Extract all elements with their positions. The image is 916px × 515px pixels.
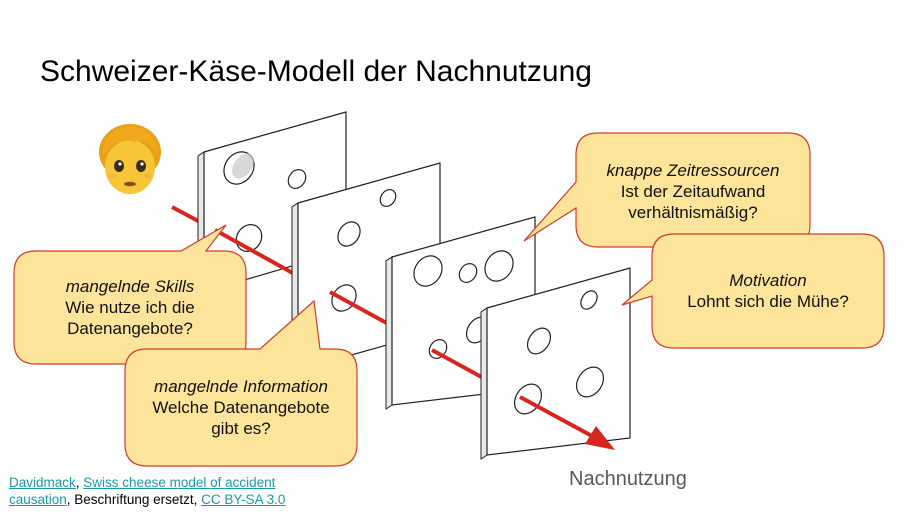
cheese-hole (379, 189, 397, 207)
bubble-heading: Motivation (729, 271, 807, 290)
bubble-text-time: knappe Zeitressourcen Ist der Zeitaufwan… (576, 160, 810, 223)
speech-bubble-time (523, 132, 811, 248)
risk-path-arrowhead (519, 395, 615, 450)
bubble-text-motivation: Motivation Lohnt sich die Mühe? (652, 270, 884, 312)
bubble-heading: mangelnde Skills (65, 277, 195, 296)
outcome-label: Nachnutzung (569, 468, 687, 490)
bubble-question: Welche Datenangebote gibt es? (152, 398, 330, 438)
cheese-hole (580, 290, 598, 310)
bubble-heading: mangelnde Information (154, 377, 328, 396)
cheese-hole (458, 263, 478, 283)
person-emoji-icon (99, 124, 161, 194)
speech-bubble-motivation (621, 233, 885, 349)
cheese-hole (575, 366, 605, 398)
credit-note: , Beschriftung ersetzt, (66, 492, 202, 507)
credit-separator: , (75, 475, 84, 490)
bubble-question: Lohnt sich die Mühe? (687, 292, 849, 311)
work-link[interactable]: Swiss cheese model of accident causation (9, 475, 276, 507)
speech-bubble-information (124, 299, 358, 467)
cheese-hole (337, 221, 361, 247)
bubble-question: Ist der Zeitaufwand verhältnismäßig? (620, 182, 766, 222)
bubble-heading: knappe Zeitressourcen (606, 161, 780, 180)
license-link[interactable]: CC BY-SA 3.0 (201, 492, 286, 507)
cheese-hole (526, 327, 552, 355)
risk-path-segment (329, 290, 393, 328)
cheese-hole (223, 151, 255, 185)
cheese-hole (413, 255, 443, 287)
risk-path-segment (214, 228, 299, 278)
bubble-text-skills: mangelnde Skills Wie nutze ich die Daten… (14, 276, 246, 339)
cheese-hole (484, 250, 514, 282)
author-link[interactable]: Davidmack (9, 475, 76, 490)
bubble-question: Wie nutze ich die Datenangebote? (65, 298, 195, 338)
risk-path-segment (431, 348, 488, 382)
image-credit: Davidmack, Swiss cheese model of acciden… (9, 474, 309, 508)
slide-title: Schweizer-Käse-Modell der Nachnutzung (40, 55, 592, 88)
cheese-hole (287, 169, 307, 189)
bubble-text-information: mangelnde Information Welche Datenangebo… (125, 376, 357, 439)
cheese-slice-4 (480, 267, 631, 460)
